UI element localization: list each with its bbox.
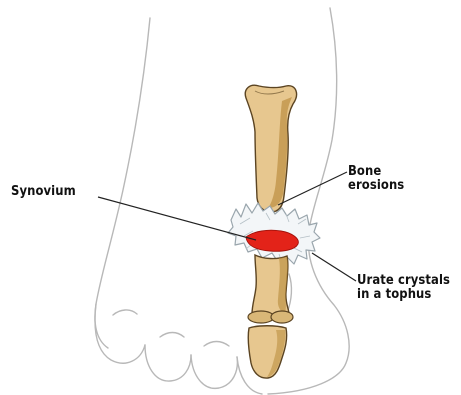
urate-crystals-label-line-2: in a tophus: [357, 287, 431, 301]
little-toe: [95, 304, 145, 363]
foot-outline: [95, 8, 349, 394]
bone-erosions-label-line-1: Bone: [348, 164, 381, 178]
leader-lines: [98, 172, 356, 281]
bone-erosions-leader-line: [278, 172, 347, 205]
urate-crystals-leader-line: [312, 253, 356, 281]
fourth-toe: [145, 345, 191, 381]
third-toe: [191, 355, 237, 388]
toe-nail-3: [204, 342, 229, 347]
distal-phalanx: [248, 326, 286, 378]
proximal-phalanx: [252, 255, 289, 317]
toe-nail-1: [113, 310, 137, 315]
urate-crystals-label-line-1: Urate crystals: [357, 273, 450, 287]
metatarsal-bone: [245, 85, 296, 212]
synovium-label: Synovium: [11, 184, 76, 198]
foot-left-edge: [95, 18, 150, 348]
toe-nail-2: [160, 333, 184, 338]
sesamoid-bones: [248, 311, 293, 323]
bone-erosions-label-line-2: erosions: [348, 178, 404, 192]
